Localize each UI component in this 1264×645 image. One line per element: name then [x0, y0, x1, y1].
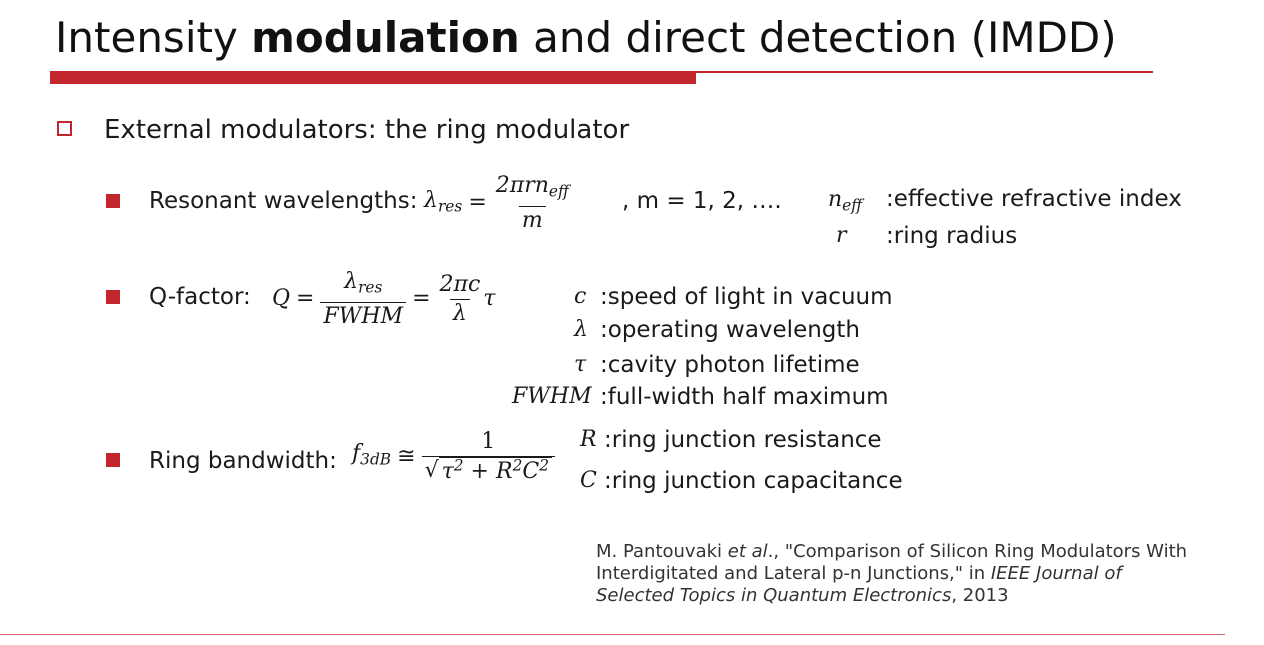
def-desc-r: :ring radius: [886, 223, 1018, 249]
qfactor-formula: Q = λres FWHM = 2πc λ τ: [272, 268, 496, 331]
filled-square-bullet-icon: [106, 194, 120, 208]
def-symbol-r: r: [836, 223, 847, 248]
footer-divider: [0, 634, 1225, 635]
def-symbol-neff: neff: [828, 187, 863, 215]
slide-title: Intensity modulation and direct detectio…: [55, 13, 1117, 62]
def-desc-R: :ring junction resistance: [604, 427, 882, 453]
def-desc-c: :speed of light in vacuum: [600, 284, 893, 310]
def-desc-C: :ring junction capacitance: [604, 468, 903, 494]
def-desc-neff: :effective refractive index: [886, 186, 1182, 212]
def-symbol-fwhm: FWHM: [512, 384, 592, 409]
sqrt-icon: √: [424, 458, 439, 483]
def-desc-fwhm: :full-width half maximum: [600, 384, 889, 410]
hollow-square-bullet-icon: [57, 121, 72, 136]
bandwidth-label: Ring bandwidth:: [149, 448, 337, 474]
qfactor-label: Q-factor:: [149, 284, 251, 310]
bandwidth-formula: f3dB ≅ 1 √ τ2 + R2C2: [352, 428, 555, 486]
def-symbol-C: C: [580, 468, 597, 493]
def-desc-tau: :cavity photon lifetime: [600, 352, 860, 378]
def-symbol-lambda: λ: [574, 317, 588, 342]
qfactor-fraction-2: 2πc λ: [439, 271, 481, 326]
sqrt-radical: √ τ2 + R2C2: [425, 457, 552, 486]
resonant-fraction: 2πrneff m: [495, 173, 569, 233]
resonant-tail: , m = 1, 2, ….: [622, 188, 782, 214]
def-symbol-tau: τ: [574, 352, 587, 377]
resonant-label: Resonant wavelengths:: [149, 188, 418, 214]
title-underline-thick: [50, 72, 696, 84]
def-symbol-c: c: [574, 284, 587, 309]
title-bold-word: modulation: [251, 13, 520, 62]
reference-citation: M. Pantouvaki et al., "Comparison of Sil…: [596, 541, 1188, 606]
filled-square-bullet-icon: [106, 453, 120, 467]
bandwidth-fraction: 1 √ τ2 + R2C2: [421, 428, 555, 486]
def-symbol-R: R: [580, 427, 597, 452]
resonant-formula: λres = 2πrneff m: [424, 172, 572, 235]
filled-square-bullet-icon: [106, 290, 120, 304]
qfactor-fraction-1: λres FWHM: [320, 268, 407, 331]
level1-bullet-text: External modulators: the ring modulator: [104, 115, 630, 145]
def-desc-lambda: :operating wavelength: [600, 317, 860, 343]
